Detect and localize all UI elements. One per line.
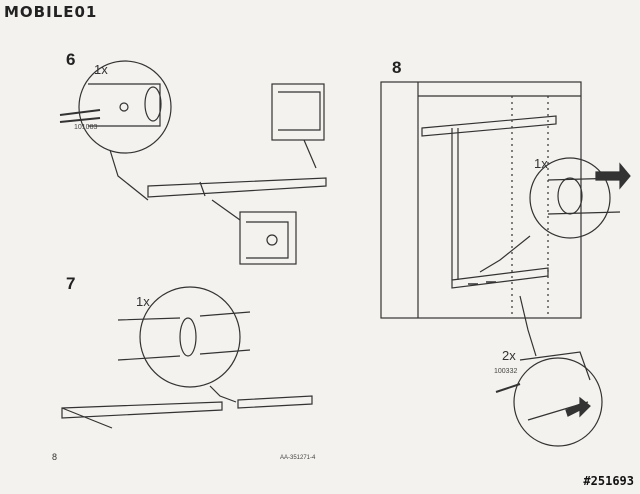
step8-arrow-push: [595, 162, 631, 190]
step6-bottom-hole: [266, 234, 278, 246]
page-number: 8: [52, 452, 58, 462]
step8-illustration: [380, 81, 631, 447]
step7-callout-line: [209, 385, 237, 403]
step8-detail-ring: [557, 177, 583, 215]
step7-number: 7: [66, 274, 76, 293]
step8-wardrobe-rail: [421, 115, 557, 137]
step6-bottom-bracket: [246, 221, 289, 259]
step8-slide-arrows: [468, 281, 496, 285]
step6-detail-box-bottom: [239, 211, 297, 265]
image-id-label: #251693: [583, 474, 634, 488]
step7-rail-right: [237, 395, 313, 409]
step8-arrow-insert: [565, 396, 591, 418]
step8-bracket-detail: [519, 351, 591, 381]
step8-pull-out-rail: [451, 267, 549, 289]
step7-rail-end: [61, 407, 113, 429]
step8-detail-circle-bottom: [513, 357, 603, 447]
step7-connector: [179, 317, 197, 357]
step6-bracket-detail: [88, 83, 161, 127]
step6-illustration: [59, 60, 327, 265]
step6-callout-line: [109, 149, 149, 201]
step6-bottom-leader: [211, 199, 241, 221]
step8-quantity-top: 1x: [534, 156, 548, 171]
step6-top-leader: [303, 139, 317, 169]
step6-number: 6: [66, 50, 76, 69]
step8-callout-line-bottom: [519, 295, 537, 357]
step7-tube-left: [117, 317, 181, 361]
step8-number: 8: [392, 58, 402, 77]
step7-quantity: 1x: [136, 294, 150, 309]
step8-callout-line-top: [479, 235, 531, 273]
step6-detail-box-top: [271, 83, 325, 141]
step7-tube-right: [199, 311, 251, 355]
step6-top-bracket: [278, 91, 321, 131]
step8-screw: [495, 383, 521, 393]
watermark-logo: MOBILE01: [4, 3, 98, 21]
step7-detail-circle: [139, 286, 241, 388]
step8-detail-circle-top: [529, 157, 611, 239]
step7-illustration: [61, 286, 313, 429]
step6-screw: [59, 109, 101, 123]
step8-wardrobe-frame: [380, 81, 582, 319]
step8-pull-rod: [451, 128, 459, 280]
step8-part-code: 100332: [494, 368, 518, 375]
step6-rail-joint: [199, 181, 206, 197]
document-reference: AA-351271-4: [280, 455, 316, 461]
step6-part-code: 101083: [74, 124, 98, 131]
step6-quantity: 1x: [94, 62, 108, 77]
step8-detail-tube: [547, 177, 621, 215]
step6-rail: [147, 177, 327, 198]
step7-rail-left: [61, 401, 223, 419]
step6-detail-circle-screw: [78, 60, 172, 154]
step8-quantity-bottom: 2x: [502, 348, 516, 363]
step6-slot: [144, 86, 162, 122]
step6-hole: [119, 102, 129, 112]
